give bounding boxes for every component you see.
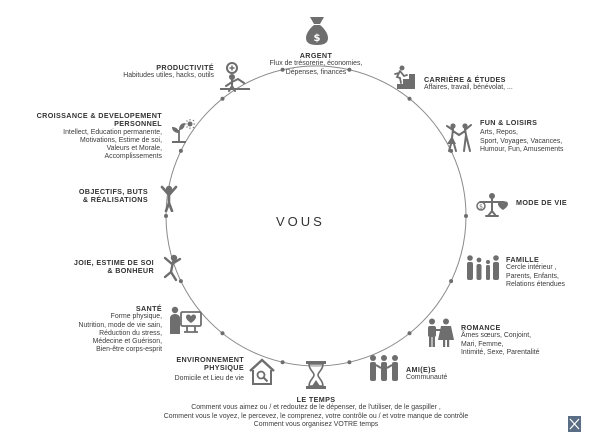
ring-marker-dot [347, 67, 352, 72]
segment-title: ARGENT [299, 51, 333, 60]
segment-desc-line: Médecine et Guérison, [92, 337, 162, 345]
health-monitor-icon [167, 306, 209, 336]
ring-marker-dot [407, 96, 412, 101]
segment-desc-line: Habitudes utiles, hacks, outils [123, 72, 214, 80]
segment-title-line: ENVIRONNEMENT [176, 355, 244, 364]
segment-title: ROMANCE [461, 323, 501, 332]
segment-carriere: CARRIÈRE & ÉTUDES Affaires, travail, bén… [424, 75, 584, 93]
segment-objectifs: OBJECTIFS, BUTS & RÉALISATIONS [40, 187, 148, 205]
segment-desc-line: Âmes sœurs, Conjoint, [461, 332, 532, 340]
segment-desc-line: Parents, Enfants, [506, 272, 559, 280]
segment-title: CARRIÈRE & ÉTUDES [424, 75, 506, 84]
segment-sante: SANTÉ Forme physique, Nutrition, mode de… [30, 304, 163, 354]
segment-desc-line: Sport, Voyages, Vacances, [480, 137, 563, 145]
segment-argent: ARGENT Flux de trésorerie, économies, Dé… [250, 51, 382, 77]
segment-desc-line: Cercle intérieur , [506, 264, 557, 272]
arms-raised-icon [158, 184, 180, 212]
segment-title-line: CROISSANCE & DEVELOPEMENT [36, 111, 162, 120]
segment-title: SANTÉ [135, 304, 162, 313]
center-title: VOUS [276, 214, 325, 229]
segment-desc-line: Comment vous le voyez, le percevez, le c… [163, 412, 469, 420]
segment-desc-line: Humour, Fun, Amusements [480, 145, 564, 153]
ring-marker-dot [464, 214, 468, 218]
segment-title-line: PHYSIQUE [204, 363, 244, 373]
segment-title-line: JOIE, ESTIME DE SOI [73, 258, 154, 267]
segment-title-line: & RÉALISATIONS [82, 195, 148, 205]
ring-marker-dot [280, 360, 285, 365]
segment-romance: ROMANCE Âmes sœurs, Conjoint, Mari, Femm… [461, 323, 581, 357]
house-search-icon [248, 358, 276, 386]
jumping-person-icon [160, 254, 186, 284]
segment-desc-line: Comment vous organisez VOTRE temps [253, 420, 379, 428]
segment-croissance: CROISSANCE & DEVELOPEMENT PERSONNEL Inte… [10, 111, 162, 161]
segment-desc-line: Forme physique, [110, 313, 162, 321]
segment-desc-line: Mari, Femme, [461, 340, 504, 348]
couple-icon [424, 318, 454, 348]
svg-text:$: $ [314, 33, 321, 44]
segment-environnement: ENVIRONNEMENT PHYSIQUE Domicile et Lieu … [140, 355, 244, 383]
segment-temps: LE TEMPS Comment vous aimez ou / et redo… [120, 395, 512, 429]
hourglass-icon [305, 360, 327, 390]
ring-marker-dot [220, 96, 225, 101]
segment-desc-line: Affaires, travail, bénévolat, ... [424, 84, 513, 92]
worker-gear-icon [218, 62, 252, 92]
ring-marker-dot [347, 360, 352, 365]
segment-title-line: & BONHEUR [107, 266, 154, 276]
ring-marker-dot [449, 279, 454, 284]
segment-desc-line: Dépenses, finances [285, 68, 347, 76]
climbing-stairs-icon [388, 64, 416, 90]
ring-marker-dot [407, 331, 412, 336]
friends-icon [368, 354, 400, 382]
ring-marker-dot [220, 331, 225, 336]
ring-marker-dot [280, 67, 285, 72]
segment-desc-line: Bien-être corps-esprit [96, 345, 162, 353]
ring-marker-dot [178, 279, 183, 284]
segment-desc-line: Accomplissements [104, 153, 162, 161]
segment-famille: FAMILLE Cercle intérieur , Parents, Enfa… [506, 255, 596, 289]
svg-text:$: $ [479, 204, 483, 211]
segment-title: LE TEMPS [296, 395, 336, 404]
segment-desc-line: Domicile et Lieu de vie [174, 374, 244, 382]
segment-desc-line: Flux de trésorerie, économies, [269, 60, 363, 68]
segment-title-line: OBJECTIFS, BUTS [78, 187, 148, 196]
segment-fun: FUN & LOISIRS Arts, Repos, Sport, Voyage… [480, 118, 590, 154]
segment-desc-line: Comment vous aimez ou / et redoutez de l… [191, 404, 441, 412]
segment-amis: AMI(E)S Communauté [406, 365, 486, 383]
family-icon [464, 255, 500, 281]
segment-title-line: PERSONNEL [114, 119, 162, 129]
segment-title: FAMILLE [506, 255, 540, 264]
segment-desc-line: Intimité, Sexe, Parentalité [461, 348, 540, 356]
segment-desc-line: Nutrition, mode de vie sain, [78, 321, 163, 329]
segment-mode: MODE DE VIE [516, 198, 596, 207]
segment-desc-line: Motivations, Estime de soi, [80, 136, 162, 144]
segment-title: FUN & LOISIRS [480, 118, 538, 127]
ring-marker-dot [178, 148, 183, 153]
segment-desc-line: Arts, Repos, [480, 129, 518, 137]
balance-icon: $ [476, 192, 508, 218]
dancing-couple-icon [444, 122, 474, 152]
segment-desc-line: Valeurs et Morale, [106, 145, 162, 152]
segment-productivite: PRODUCTIVITÉ Habitudes utiles, hacks, ou… [76, 63, 214, 81]
growing-plant-icon [170, 118, 196, 144]
segment-desc-line: Intellect, Education permanente, [63, 128, 162, 136]
segment-desc-line: Communauté [406, 374, 448, 382]
segment-desc-line: Réduction du stress, [99, 329, 162, 337]
money-bag-icon: $ [305, 16, 329, 46]
segment-title: PRODUCTIVITÉ [156, 63, 214, 72]
corner-logo-icon [568, 416, 581, 432]
segment-joie: JOIE, ESTIME DE SOI & BONHEUR [40, 258, 154, 276]
segment-title: MODE DE VIE [516, 198, 567, 207]
segment-title: AMI(E)S [406, 365, 436, 374]
ring-marker-dot [164, 214, 168, 218]
segment-desc-line: Relations étendues [506, 280, 565, 288]
